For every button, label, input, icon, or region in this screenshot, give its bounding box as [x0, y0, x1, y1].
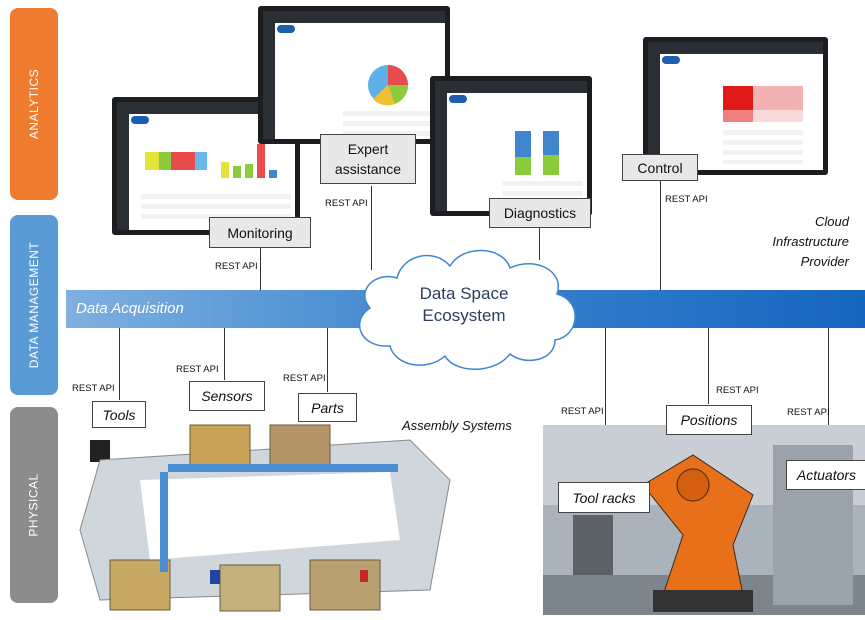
connector-control	[660, 178, 661, 290]
rest-api-label-monitoring: REST API	[215, 261, 258, 272]
tools-box: Tools	[92, 401, 146, 428]
connector-parts	[327, 328, 328, 392]
positions-box: Positions	[666, 405, 752, 435]
layer-data-management: DATA MANAGEMENT	[10, 215, 58, 395]
rest-api-label-tool-racks: REST API	[561, 406, 604, 417]
connector-actuators	[828, 328, 829, 460]
layer-physical-label: PHYSICAL	[27, 473, 42, 537]
layer-analytics-label: ANALYTICS	[27, 68, 42, 140]
layer-analytics: ANALYTICS	[10, 8, 58, 200]
tool-racks-box: Tool racks	[558, 482, 650, 513]
rest-api-label-control: REST API	[665, 194, 708, 205]
rest-api-label-parts: REST API	[283, 373, 326, 384]
stacked-bar-thumbnail	[515, 131, 559, 175]
connector-expert	[371, 186, 372, 270]
control-box: Control	[622, 154, 698, 181]
connector-sensors	[224, 328, 225, 380]
cloud-provider-label: Cloud Infrastructure Provider	[772, 214, 849, 269]
connector-tools	[119, 328, 120, 400]
heatmap-thumbnail	[723, 86, 803, 122]
bar-chart-thumbnail	[145, 144, 277, 178]
rest-api-label-expert: REST API	[325, 198, 368, 209]
assembly-systems-label: Assembly Systems	[402, 418, 512, 433]
layer-physical: PHYSICAL	[10, 407, 58, 603]
sensors-box: Sensors	[189, 381, 265, 411]
actuators-box: Actuators	[786, 460, 865, 490]
diagnostics-dashboard-screen	[430, 76, 592, 216]
app-logo	[449, 95, 467, 103]
cloud-shape	[359, 249, 576, 370]
expert-assistance-box: Expert assistance	[320, 134, 416, 184]
connector-positions	[708, 328, 709, 404]
rest-api-label-sensors: REST API	[176, 364, 219, 375]
data-acquisition-label: Data Acquisition	[76, 300, 184, 317]
layer-data-management-label: DATA MANAGEMENT	[27, 241, 41, 369]
rest-api-label-tools: REST API	[72, 383, 115, 394]
app-logo	[277, 25, 295, 33]
control-dashboard-screen	[643, 37, 828, 175]
monitoring-box: Monitoring	[209, 217, 311, 248]
connector-diagnostics	[539, 226, 540, 260]
parts-box: Parts	[298, 393, 357, 422]
expert-dashboard-screen	[258, 6, 450, 144]
industrial-robot-image	[543, 425, 865, 615]
diagnostics-box: Diagnostics	[489, 198, 591, 228]
ecosystem-label: Data Space Ecosystem	[419, 284, 509, 325]
assembly-system-image	[70, 420, 490, 612]
connector-monitoring	[260, 246, 261, 290]
pie-chart-thumbnail	[368, 65, 409, 106]
app-logo	[662, 56, 680, 64]
rest-api-label-positions: REST API	[716, 385, 759, 396]
connector-tool-racks	[605, 328, 606, 481]
app-logo	[131, 116, 149, 124]
rest-api-label-actuators: REST API	[787, 407, 830, 418]
